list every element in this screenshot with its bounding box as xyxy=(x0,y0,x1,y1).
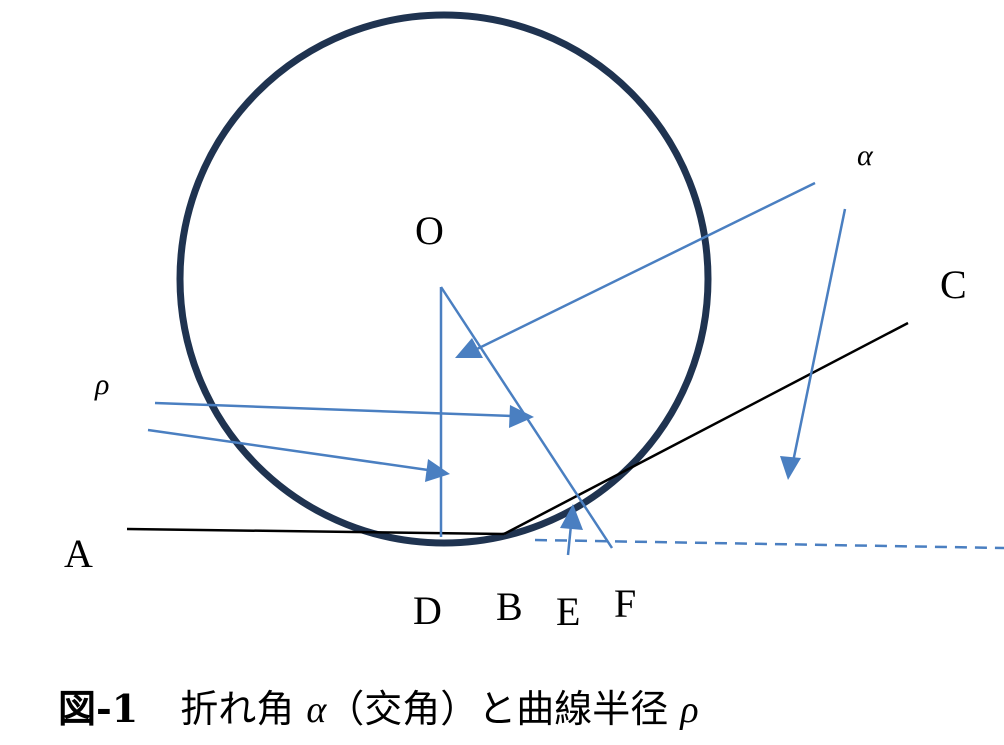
label-b: B xyxy=(496,584,523,629)
rho-pointer-arrowhead-2 xyxy=(425,459,450,482)
label-alpha: α xyxy=(857,139,874,172)
label-f: F xyxy=(614,581,636,626)
alpha-pointer-arrowhead xyxy=(455,338,483,358)
rho-pointer-arrowhead-1 xyxy=(509,405,534,428)
curve-diagram: O A B C D E F α ρ xyxy=(64,11,1004,634)
rho-pointer-line-2 xyxy=(147,428,429,472)
line-bc xyxy=(503,321,909,536)
caption-paren: （交角）と曲線半径 xyxy=(326,687,669,731)
caption-rho: ρ xyxy=(680,689,699,731)
caption-figure-number: 図-1 xyxy=(58,686,139,731)
e-pointer-arrowhead xyxy=(560,504,583,530)
alpha-pointer-line xyxy=(476,181,816,351)
label-rho: ρ xyxy=(94,368,109,401)
alpha-exterior-arrowhead xyxy=(780,456,801,480)
caption-text: 折れ角 xyxy=(180,687,295,731)
label-a: A xyxy=(64,531,93,576)
label-e: E xyxy=(556,589,580,634)
caption-alpha: α xyxy=(306,689,327,731)
curve-circle xyxy=(176,11,712,547)
e-pointer-line xyxy=(566,524,573,556)
rho-pointer-line-1 xyxy=(154,401,513,418)
alpha-exterior-pointer-line xyxy=(791,208,847,463)
extension-dashed-line xyxy=(534,538,1004,550)
figure-caption: 図-1 折れ角 α（交角）と曲線半径 ρ xyxy=(58,678,998,733)
label-o: O xyxy=(415,208,444,253)
line-ab xyxy=(126,527,505,536)
label-c: C xyxy=(940,262,967,307)
label-d: D xyxy=(413,588,442,633)
